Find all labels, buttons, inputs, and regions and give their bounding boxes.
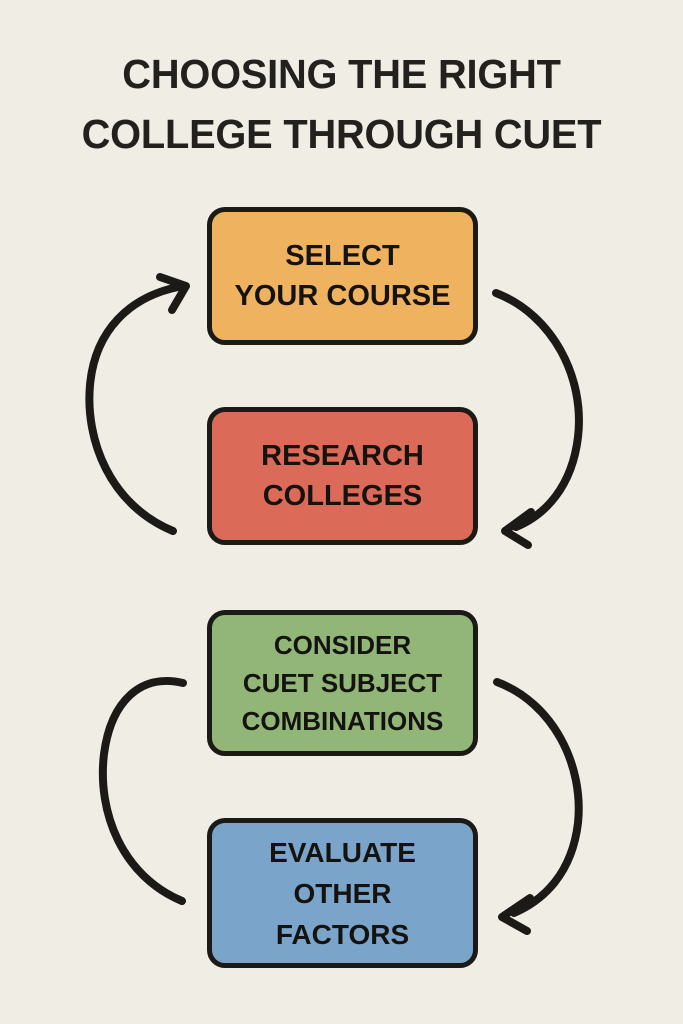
- page-title: CHOOSING THE RIGHT COLLEGE THROUGH CUET: [10, 44, 673, 164]
- step-1-line-1: SELECT: [285, 240, 400, 272]
- step-box-research-colleges[interactable]: RESEARCH COLLEGES: [207, 407, 478, 545]
- page-title-line-1: CHOOSING THE RIGHT: [122, 51, 561, 97]
- step-3-line-2: CUET SUBJECT: [242, 668, 443, 698]
- arrow-lower-right: [493, 678, 583, 935]
- step-box-consider-cuet-subject-combinations[interactable]: CONSIDER CUET SUBJECT COMBINATIONS: [207, 610, 478, 756]
- arrow-upper-left: [85, 273, 190, 535]
- step-box-evaluate-other-factors[interactable]: EVALUATE OTHER FACTORS: [207, 818, 478, 968]
- step-4-line-3: FACTORS: [275, 918, 410, 950]
- page-title-line-2: COLLEGE THROUGH CUET: [81, 111, 602, 157]
- arrow-upper-right: [492, 289, 583, 549]
- step-box-select-your-course[interactable]: SELECT YOUR COURSE: [207, 207, 478, 345]
- step-4-line-1: EVALUATE: [269, 836, 416, 868]
- arc-lower-left: [98, 677, 187, 905]
- step-2-line-1: RESEARCH: [261, 440, 424, 472]
- step-4-line-2: OTHER: [293, 877, 392, 909]
- step-1-line-2: YOUR COURSE: [234, 280, 451, 312]
- step-2-line-2: COLLEGES: [262, 480, 423, 512]
- step-3-line-1: CONSIDER: [273, 630, 412, 660]
- step-3-line-3: COMBINATIONS: [241, 706, 444, 736]
